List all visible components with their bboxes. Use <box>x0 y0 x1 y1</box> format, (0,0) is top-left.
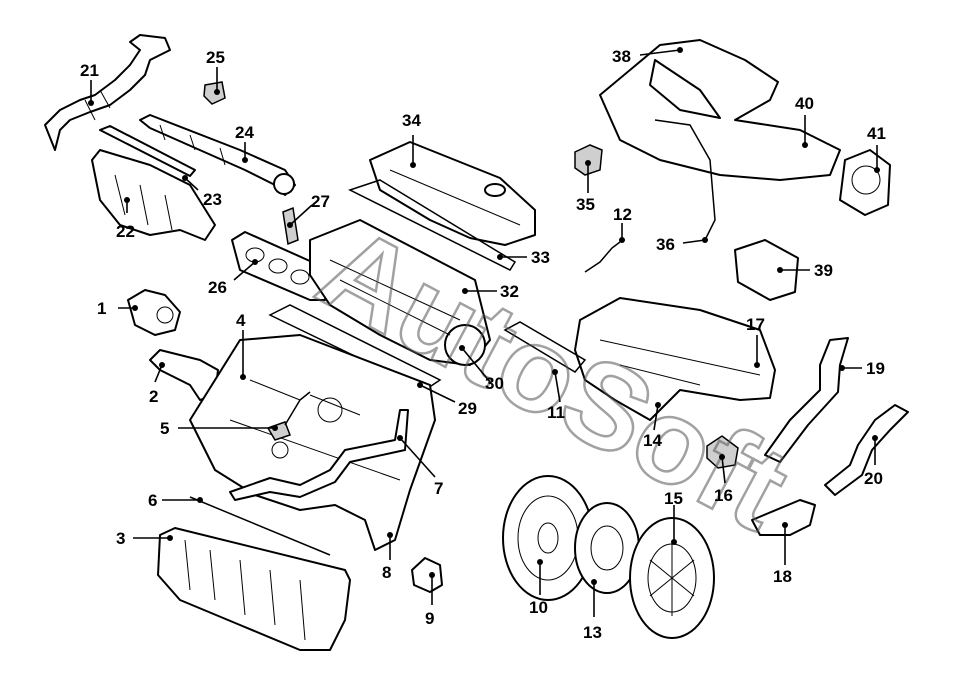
callout-22: 22 <box>116 222 135 241</box>
callout-26: 26 <box>208 278 227 297</box>
part-exhaust-gasket-11 <box>503 321 587 373</box>
part-dipstick <box>189 496 331 556</box>
part-o2-sensor-12 <box>584 241 621 273</box>
part-valve-cover <box>369 141 536 246</box>
part-ecu-module <box>734 239 799 301</box>
callout-25: 25 <box>206 48 225 67</box>
leader-lines <box>88 47 880 617</box>
callout-4: 4 <box>236 311 246 330</box>
callout-14: 14 <box>643 431 662 450</box>
callout-3: 3 <box>116 529 125 548</box>
callout-1: 1 <box>97 299 106 318</box>
part-hose-20 <box>824 404 909 496</box>
callout-29: 29 <box>458 399 477 418</box>
callout-23: 23 <box>203 190 222 209</box>
callout-21: 21 <box>80 61 99 80</box>
part-pressure-plate <box>629 517 715 639</box>
callout-16: 16 <box>714 486 733 505</box>
callout-12: 12 <box>613 205 632 224</box>
callout-13: 13 <box>583 623 602 642</box>
callout-24: 24 <box>235 123 254 142</box>
part-engine-block <box>189 334 436 551</box>
callout-40: 40 <box>795 94 814 113</box>
part-exhaust-gasket <box>231 231 331 301</box>
callout-8: 8 <box>382 563 391 582</box>
part-connector-18 <box>751 499 816 536</box>
callout-17: 17 <box>746 315 765 334</box>
callout-38: 38 <box>612 47 631 66</box>
part-manifold-left <box>91 149 216 241</box>
part-bracket-9 <box>411 557 443 593</box>
callout-36: 36 <box>656 235 675 254</box>
part-oil-pan <box>157 527 351 651</box>
callout-5: 5 <box>160 419 169 438</box>
callout-27: 27 <box>311 192 330 211</box>
callout-15: 15 <box>664 489 683 508</box>
callout-18: 18 <box>773 567 792 586</box>
callout-41: 41 <box>867 124 886 143</box>
callout-11: 11 <box>547 403 565 422</box>
callout-34: 34 <box>402 111 421 130</box>
part-thermostat-housing <box>127 289 181 336</box>
part-fuel-rail <box>99 114 296 196</box>
part-iac-valve <box>574 144 603 176</box>
callout-35: 35 <box>576 195 595 214</box>
part-sensor-16 <box>706 435 739 469</box>
callout-6: 6 <box>148 491 157 510</box>
part-knock-sensor <box>266 391 311 441</box>
part-cylinder-head <box>309 219 491 366</box>
part-throttle-body <box>839 149 891 216</box>
callout-9: 9 <box>425 609 434 628</box>
callout-2: 2 <box>149 387 158 406</box>
part-cover-gasket <box>348 179 517 271</box>
callout-20: 20 <box>864 469 883 488</box>
callout-7: 7 <box>434 479 443 498</box>
callout-labels: 21 25 24 23 22 27 26 1 2 4 5 6 3 7 8 9 3… <box>80 47 886 642</box>
callout-39: 39 <box>814 261 833 280</box>
part-hose-19 <box>764 337 849 463</box>
part-breather-hose <box>44 34 171 151</box>
part-intake-plenum <box>599 39 841 181</box>
callout-19: 19 <box>866 359 885 378</box>
callout-10: 10 <box>529 598 548 617</box>
part-exhaust-manifold <box>574 297 776 421</box>
callout-33: 33 <box>531 248 550 267</box>
part-o2-sensor-36 <box>654 119 716 241</box>
callout-30: 30 <box>485 374 504 393</box>
callout-32: 32 <box>500 282 519 301</box>
part-water-pipe <box>229 409 409 501</box>
